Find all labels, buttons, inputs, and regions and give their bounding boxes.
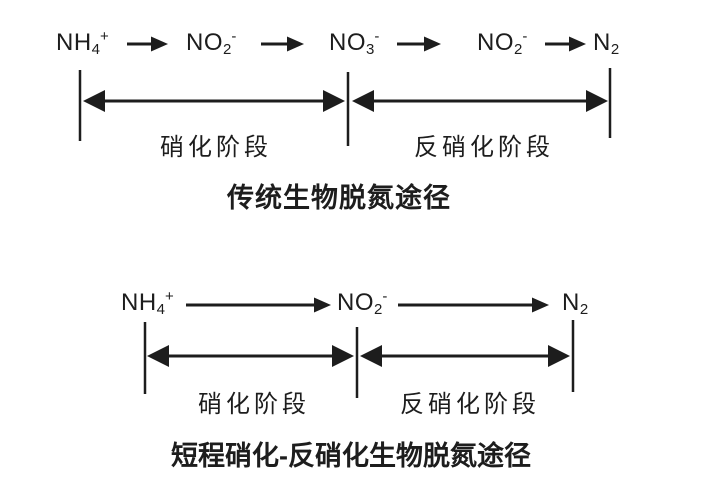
species-n2: N2 (562, 289, 589, 319)
stage-extent-arrow (360, 345, 570, 367)
diagram-title: 短程硝化-反硝化生物脱氮途径 (171, 441, 531, 471)
stage-label-denitrification: 反硝化阶段 (414, 134, 554, 161)
species-no2: NO2- (477, 28, 528, 58)
stage-label-nitrification: 硝化阶段 (160, 134, 272, 161)
reaction-arrow (397, 36, 441, 52)
species-no2: NO2- (186, 28, 237, 58)
species-nh4: NH4+ (121, 288, 174, 318)
species-no3: NO3- (329, 28, 380, 58)
stage-extent-arrow (352, 90, 608, 112)
reaction-arrow (127, 36, 168, 52)
species-nh4: NH4+ (56, 28, 109, 58)
reaction-arrow (545, 36, 586, 52)
stage-extent-arrow (83, 90, 345, 112)
stage-label-denitrification: 反硝化阶段 (400, 391, 540, 418)
reaction-arrow (186, 297, 331, 313)
diagram-title: 传统生物脱氮途径 (227, 183, 451, 213)
stage-label-nitrification: 硝化阶段 (198, 391, 310, 418)
reaction-arrow (261, 36, 304, 52)
stage-extent-arrow (147, 345, 354, 367)
species-n2: N2 (593, 29, 620, 59)
species-no2: NO2- (337, 288, 388, 318)
reaction-arrow (398, 297, 549, 313)
